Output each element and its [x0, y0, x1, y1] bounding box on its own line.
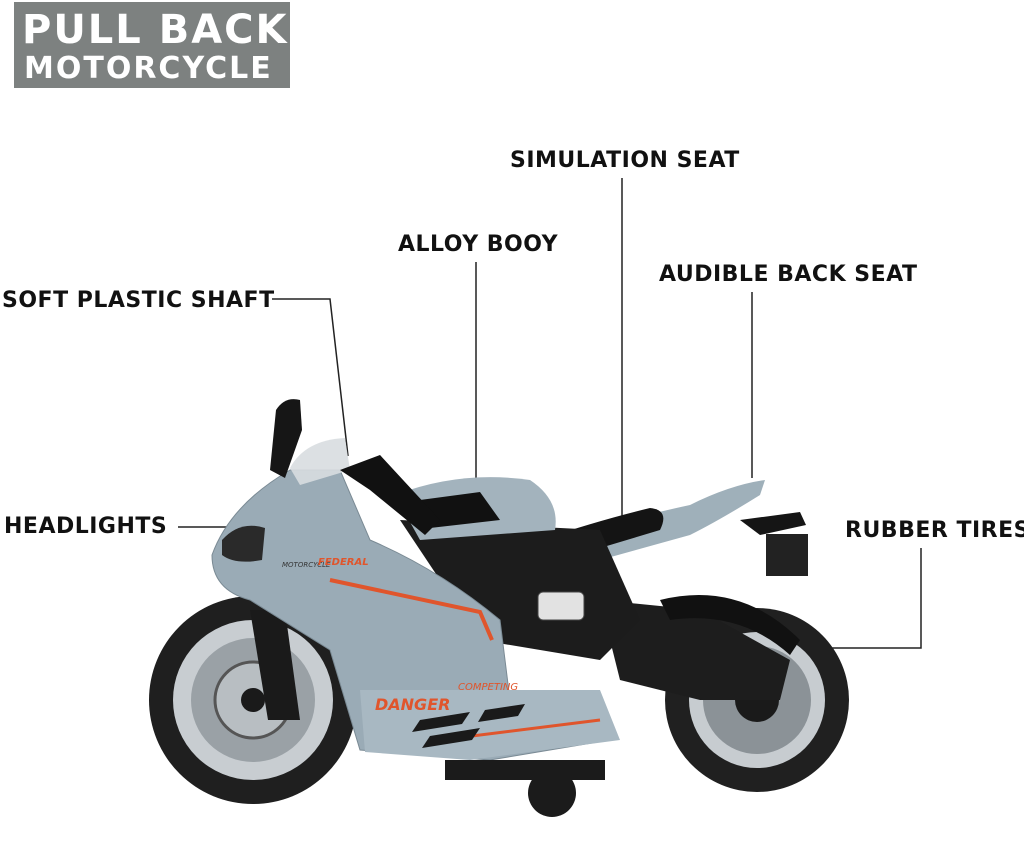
- pullback-base: [445, 760, 605, 780]
- leader-rubber-tires: [822, 548, 922, 649]
- label-headlights: HEADLIGHTS: [4, 514, 168, 539]
- headlight: [222, 525, 265, 562]
- label-simulation-seat: SIMULATION SEAT: [510, 148, 740, 173]
- handlebar: [340, 455, 440, 535]
- front-wheel: [149, 596, 357, 804]
- leader-soft-plastic-shaft: [272, 298, 349, 457]
- decal-danger: DANGER: [375, 695, 450, 714]
- decal-competing: COMPETING: [458, 682, 518, 693]
- accent-stripe-1: [329, 578, 494, 641]
- title-line-2: MOTORCYCLE: [24, 51, 273, 86]
- swingarm: [600, 600, 790, 700]
- belly-pan: [360, 690, 620, 760]
- label-soft-plastic-shaft: SOFT PLASTIC SHAFT: [2, 288, 275, 313]
- engine-cover: [537, 591, 585, 621]
- front-fork: [250, 610, 300, 720]
- decal-brand: FEDERAL: [318, 557, 369, 568]
- tail-bracket: [740, 512, 806, 535]
- label-alloy-body: ALLOY BOOY: [398, 232, 559, 257]
- label-rubber-tires: RUBBER TIRES: [845, 518, 1024, 543]
- license-plate-holder: [766, 534, 808, 576]
- leader-lines: [178, 178, 922, 649]
- rear-fender: [660, 595, 800, 655]
- label-audible-back-seat: AUDIBLE BACK SEAT: [659, 262, 918, 287]
- title-badge: PULL BACK MOTORCYCLE: [14, 2, 290, 88]
- pullback-wheel: [528, 769, 576, 817]
- decal-brand-prefix: MOTORCYCLE: [282, 561, 331, 569]
- mirror: [270, 399, 302, 478]
- windscreen: [290, 438, 350, 485]
- title-line-1: PULL BACK: [22, 7, 289, 53]
- engine-frame: [400, 520, 640, 660]
- fairing: [211, 469, 611, 761]
- fairing-vents: [412, 704, 525, 748]
- tank-panel: [420, 492, 500, 528]
